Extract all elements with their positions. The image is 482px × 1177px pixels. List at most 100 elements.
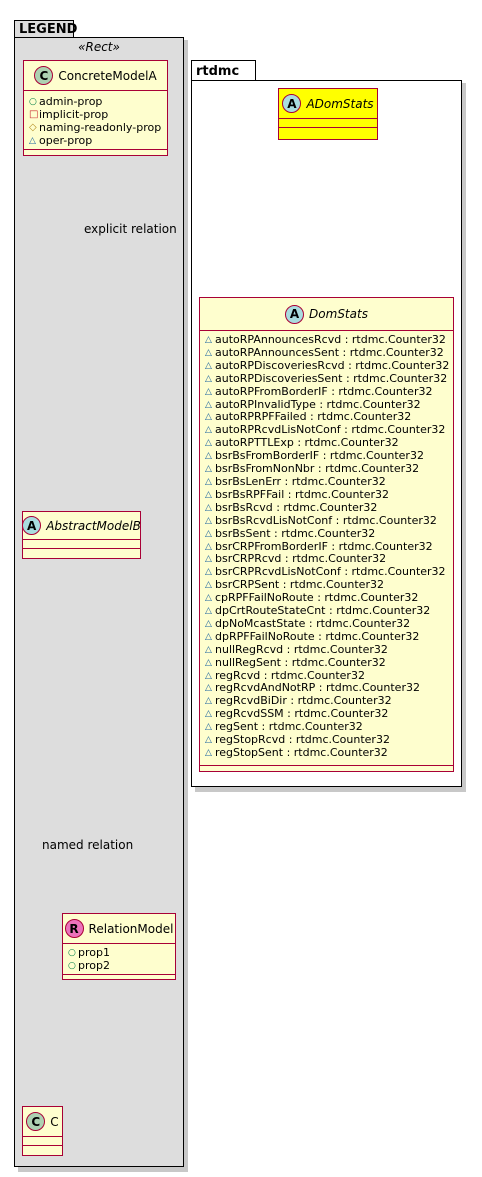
member-text: regStopRcvd : rtdmc.Counter32 xyxy=(215,733,390,747)
member-text: autoRPInvalidType : rtdmc.Counter32 xyxy=(215,397,421,411)
member-text: dpCrtRouteStateCnt : rtdmc.Counter32 xyxy=(215,604,431,618)
member-text: bsrCRPSent : rtdmc.Counter32 xyxy=(215,578,384,592)
member-row: ○ prop2 xyxy=(68,958,110,972)
domstats-member-row: △autoRPRcvdLisNotConf : rtdmc.Counter32 xyxy=(205,423,453,437)
domstats-member-row: △autoRPAnnouncesRcvd : rtdmc.Counter32 xyxy=(205,333,453,347)
private-icon: □ xyxy=(29,108,39,120)
member-text: autoRPAnnouncesSent : rtdmc.Counter32 xyxy=(215,345,444,359)
domstats-member-row: △regRcvdBiDir : rtdmc.Counter32 xyxy=(205,694,453,708)
member-text: bsrCRPFromBorderIF : rtdmc.Counter32 xyxy=(215,539,433,553)
package-icon: △ xyxy=(205,644,212,655)
package-icon: △ xyxy=(205,567,212,578)
member-text: regSent : rtdmc.Counter32 xyxy=(215,720,363,734)
member-row: ○ prop1 xyxy=(68,946,110,959)
domstats-class[interactable]: A DomStats △autoRPAnnouncesRcvd : rtdmc.… xyxy=(199,297,454,772)
member-text: bsrBsLenErr : rtdmc.Counter32 xyxy=(215,474,386,488)
member-text: autoRPFromBorderIF : rtdmc.Counter32 xyxy=(215,384,433,398)
member-text: regRcvdSSM : rtdmc.Counter32 xyxy=(215,707,389,721)
relation-r-icon: R xyxy=(64,919,84,938)
named-relation-label: named relation xyxy=(42,838,134,852)
package-icon: △ xyxy=(205,399,212,410)
public-icon: ○ xyxy=(68,960,76,971)
package-icon: △ xyxy=(205,722,212,733)
member-text: bsrBsRPFFail : rtdmc.Counter32 xyxy=(215,487,390,501)
domstats-member-row: △regRcvdAndNotRP : rtdmc.Counter32 xyxy=(205,682,453,695)
member-text: autoRPRPFFailed : rtdmc.Counter32 xyxy=(215,410,412,424)
domstats-member-row: △autoRPDiscoveriesSent : rtdmc.Counter32 xyxy=(205,371,453,386)
legend-package-name: LEGEND xyxy=(19,22,78,37)
rtdmc-package-tab: rtdmc xyxy=(191,60,256,81)
adomstats-class[interactable]: A ADomStats xyxy=(278,88,378,140)
relation-model-class[interactable]: R RelationModel ○ prop1 ○ prop2 xyxy=(62,913,176,980)
domstats-name: DomStats xyxy=(309,307,368,321)
domstats-member-row: △dpNoMcastState : rtdmc.Counter32 xyxy=(205,616,453,631)
abstract-a-icon: A xyxy=(22,516,42,535)
package-icon: △ xyxy=(205,528,212,539)
package-icon: △ xyxy=(205,502,212,513)
member-text: bsrCRPRcvd : rtdmc.Counter32 xyxy=(215,552,387,566)
member-text: autoRPDiscoveriesRcvd : rtdmc.Counter32 xyxy=(215,358,450,372)
class-c[interactable]: C C xyxy=(22,1106,63,1156)
member-text: nullRegSent : rtdmc.Counter32 xyxy=(215,655,386,669)
abstract-model-class[interactable]: A AbstractModelB xyxy=(22,511,141,559)
member-text: autoRPDiscoveriesSent : rtdmc.Counter32 xyxy=(215,371,448,385)
member-text: bsrBsFromBorderIF : rtdmc.Counter32 xyxy=(215,449,424,463)
package-icon: △ xyxy=(205,657,212,668)
package-icon: △ xyxy=(205,489,212,500)
domstats-member-row: △autoRPFromBorderIF : rtdmc.Counter32 xyxy=(205,384,453,399)
domstats-member-row: △regStopRcvd : rtdmc.Counter32 xyxy=(205,733,453,747)
rtdmc-package-name: rtdmc xyxy=(196,64,240,79)
domstats-member-row: △autoRPRPFFailed : rtdmc.Counter32 xyxy=(205,411,453,424)
package-icon: △ xyxy=(205,670,212,681)
domstats-member-row: △regStopSent : rtdmc.Counter32 xyxy=(205,746,453,760)
package-icon: △ xyxy=(205,606,212,617)
package-icon: △ xyxy=(205,373,212,384)
member-row: □ implicit-prop xyxy=(29,107,109,121)
member-row: ◇ naming-readonly-prop xyxy=(29,120,162,134)
domstats-member-row: △autoRPTTLExp : rtdmc.Counter32 xyxy=(205,436,453,450)
package-icon: △ xyxy=(205,709,212,720)
package-icon: △ xyxy=(205,412,212,423)
package-icon: △ xyxy=(205,464,212,475)
domstats-member-row: △bsrBsLenErr : rtdmc.Counter32 xyxy=(205,474,453,489)
member-row: ○ admin-prop xyxy=(29,95,103,108)
public-icon: ○ xyxy=(29,97,37,107)
package-icon: △ xyxy=(205,748,212,758)
domstats-member-row: △bsrCRPRcvdLisNotConf : rtdmc.Counter32 xyxy=(205,565,453,579)
package-icon: △ xyxy=(205,593,212,604)
package-icon: △ xyxy=(205,631,212,642)
package-icon: △ xyxy=(205,347,212,358)
domstats-member-row: △bsrCRPRcvd : rtdmc.Counter32 xyxy=(205,553,453,566)
member-text: bsrBsFromNonNbr : rtdmc.Counter32 xyxy=(215,462,420,476)
domstats-member-row: △bsrBsRcvd : rtdmc.Counter32 xyxy=(205,501,453,515)
legend-package xyxy=(14,37,184,1167)
concrete-model-class[interactable]: C ConcreteModelA ○ admin-prop □ implicit… xyxy=(23,60,168,156)
package-icon: △ xyxy=(205,541,212,552)
class-c-name: C xyxy=(50,1114,59,1129)
domstats-member-row: △bsrCRPSent : rtdmc.Counter32 xyxy=(205,578,453,592)
domstats-member-row: △regRcvd : rtdmc.Counter32 xyxy=(205,668,453,683)
package-icon: △ xyxy=(29,135,36,146)
concrete-model-name: ConcreteModelA xyxy=(58,68,157,83)
member-text: regRcvd : rtdmc.Counter32 xyxy=(215,668,365,682)
package-icon: △ xyxy=(205,451,212,462)
legend-package-tab: LEGEND xyxy=(14,20,78,38)
domstats-member-row: △nullRegSent : rtdmc.Counter32 xyxy=(205,655,453,670)
domstats-members: △autoRPAnnouncesRcvd : rtdmc.Counter32△a… xyxy=(200,331,453,762)
member-text: autoRPTTLExp : rtdmc.Counter32 xyxy=(215,436,399,450)
package-icon: △ xyxy=(205,683,212,694)
member-text: bsrBsSent : rtdmc.Counter32 xyxy=(215,526,376,540)
package-icon: △ xyxy=(205,696,212,707)
domstats-member-row: △bsrCRPFromBorderIF : rtdmc.Counter32 xyxy=(205,539,453,554)
member-text: nullRegRcvd : rtdmc.Counter32 xyxy=(215,642,388,656)
class-c-icon: C xyxy=(26,1112,46,1131)
domstats-member-row: △dpRPFFailNoRoute : rtdmc.Counter32 xyxy=(205,630,453,644)
package-icon: △ xyxy=(205,515,212,526)
legend-stereotype: «Rect» xyxy=(78,40,120,54)
class-c-icon: C xyxy=(34,66,54,85)
package-icon: △ xyxy=(205,618,212,629)
member-text: regRcvdAndNotRP : rtdmc.Counter32 xyxy=(215,681,420,695)
member-text: dpNoMcastState : rtdmc.Counter32 xyxy=(215,616,411,630)
domstats-member-row: △cpRPFFailNoRoute : rtdmc.Counter32 xyxy=(205,591,453,605)
member-text: regRcvdBiDir : rtdmc.Counter32 xyxy=(215,694,392,708)
